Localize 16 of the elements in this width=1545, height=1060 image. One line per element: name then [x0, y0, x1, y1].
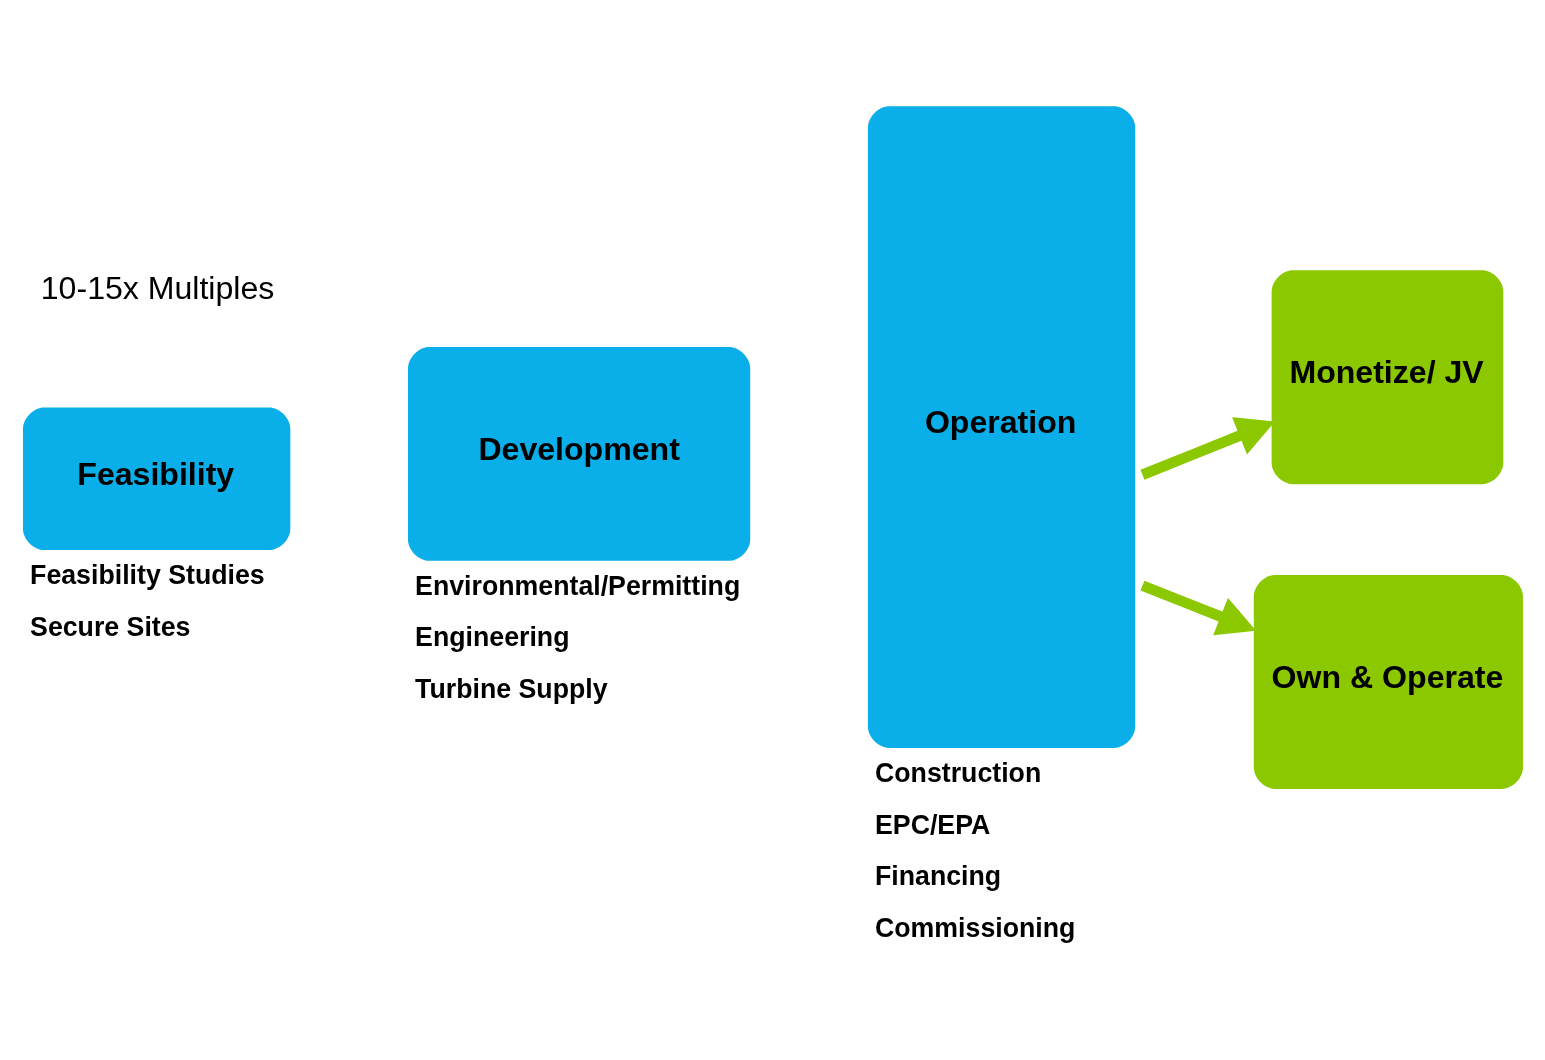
node-label: Feasibility Studies	[30, 559, 265, 590]
arrow	[1140, 580, 1257, 635]
node-box: Development	[407, 346, 751, 561]
node-box: Feasibility	[22, 407, 291, 550]
node-box: Own & Operate	[1253, 574, 1523, 789]
node-box: Monetize/ JV	[1271, 269, 1504, 484]
node-label: Engineering	[415, 621, 570, 652]
node-label: Secure Sites	[30, 611, 191, 642]
node-label: Construction	[874, 757, 1042, 788]
node-label: Financing	[874, 860, 1002, 891]
node-box: Operation	[867, 105, 1136, 748]
label: 10-15x Multiples	[40, 269, 275, 306]
node-label: EPC/EPA	[874, 809, 991, 840]
node-label: Environmental/Permitting	[415, 570, 741, 601]
node-label: Commissioning	[874, 912, 1076, 943]
node-label: Turbine Supply	[415, 673, 608, 704]
